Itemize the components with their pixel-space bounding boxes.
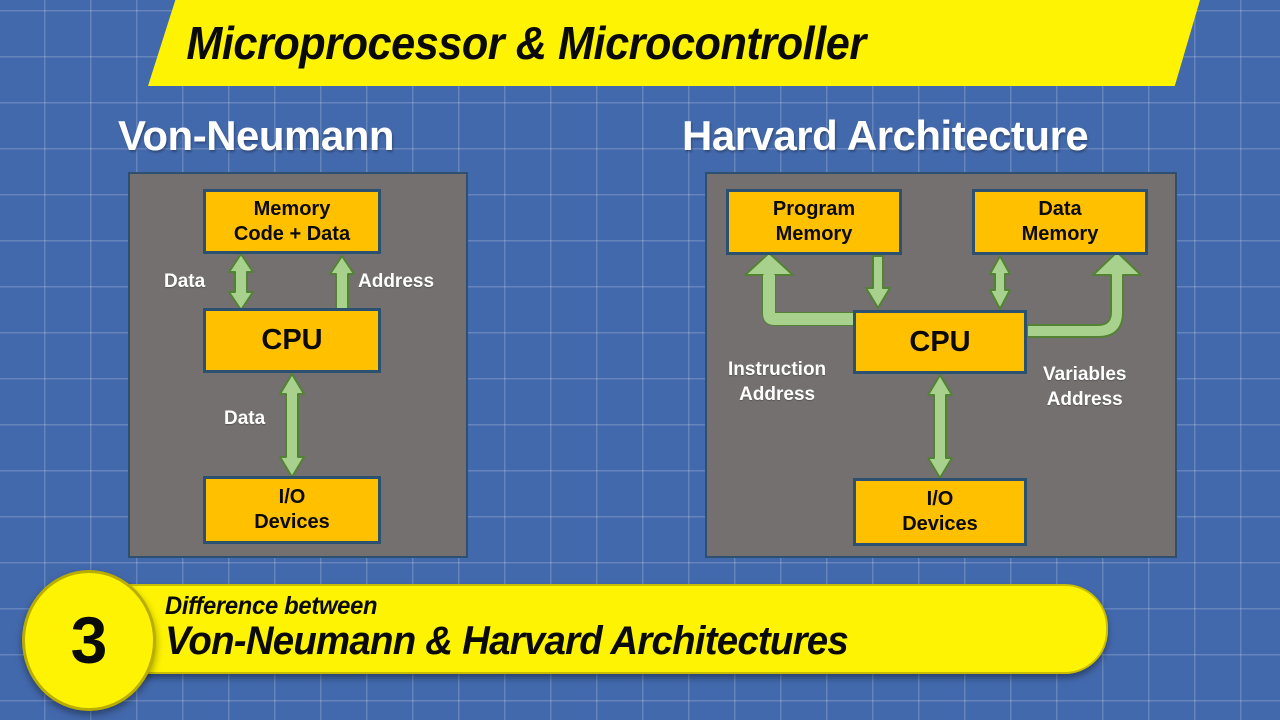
box-harvard-io-line2: Devices — [902, 513, 978, 535]
page-title: Microprocessor & Microcontroller — [186, 17, 866, 69]
harvard-heading: Harvard Architecture — [682, 112, 1089, 159]
box-von-neumann-io-devices: I/O Devices — [203, 476, 381, 544]
footer-text: Difference between Von-Neumann & Harvard… — [165, 588, 1065, 668]
box-von-neumann-cpu: CPU — [203, 308, 381, 373]
label-vn-data-bus: Data — [164, 271, 206, 292]
footer-badge: 3 — [22, 570, 156, 711]
box-harvard-io-devices: I/O Devices — [853, 478, 1027, 546]
box-io-line2: Devices — [254, 511, 330, 533]
label-hv-instruction-address-line2: Address — [739, 383, 816, 405]
footer-badge-number: 3 — [70, 602, 108, 677]
box-io-line1: I/O — [278, 486, 306, 508]
footer-title: Von-Neumann & Harvard Architectures — [165, 619, 849, 664]
von-neumann-heading: Von-Neumann — [118, 112, 395, 159]
label-hv-variables-address-line1: Variables — [1043, 364, 1127, 385]
footer-banner — [52, 584, 1108, 674]
label-hv-variables-address-line2: Address — [1046, 388, 1123, 410]
box-cpu-label: CPU — [261, 324, 323, 357]
title-banner — [148, 0, 1200, 86]
box-program-memory-line2: Memory — [775, 223, 853, 245]
box-memory-line2: Code + Data — [233, 222, 351, 245]
box-memory-code-data: Memory Code + Data — [203, 189, 381, 254]
box-data-memory-line2: Memory — [1021, 223, 1099, 245]
box-program-memory-line1: Program — [772, 198, 856, 220]
label-hv-instruction-address-line1: Instruction — [728, 359, 827, 380]
label-hv-variables-address: Variables Address — [1043, 363, 1126, 412]
footer-subtitle: Difference between — [165, 592, 378, 620]
box-data-memory-line1: Data — [1038, 198, 1082, 220]
box-harvard-io-line1: I/O — [926, 488, 954, 510]
box-harvard-cpu: CPU — [853, 310, 1027, 374]
label-hv-instruction-address: Instruction Address — [728, 358, 826, 407]
label-vn-io-data-bus: Data — [224, 408, 266, 429]
box-data-memory: Data Memory — [972, 189, 1148, 255]
box-harvard-cpu-label: CPU — [909, 325, 971, 358]
box-program-memory: Program Memory — [726, 189, 902, 255]
box-memory-line1: Memory — [253, 197, 331, 220]
label-vn-address-bus: Address — [358, 271, 435, 292]
